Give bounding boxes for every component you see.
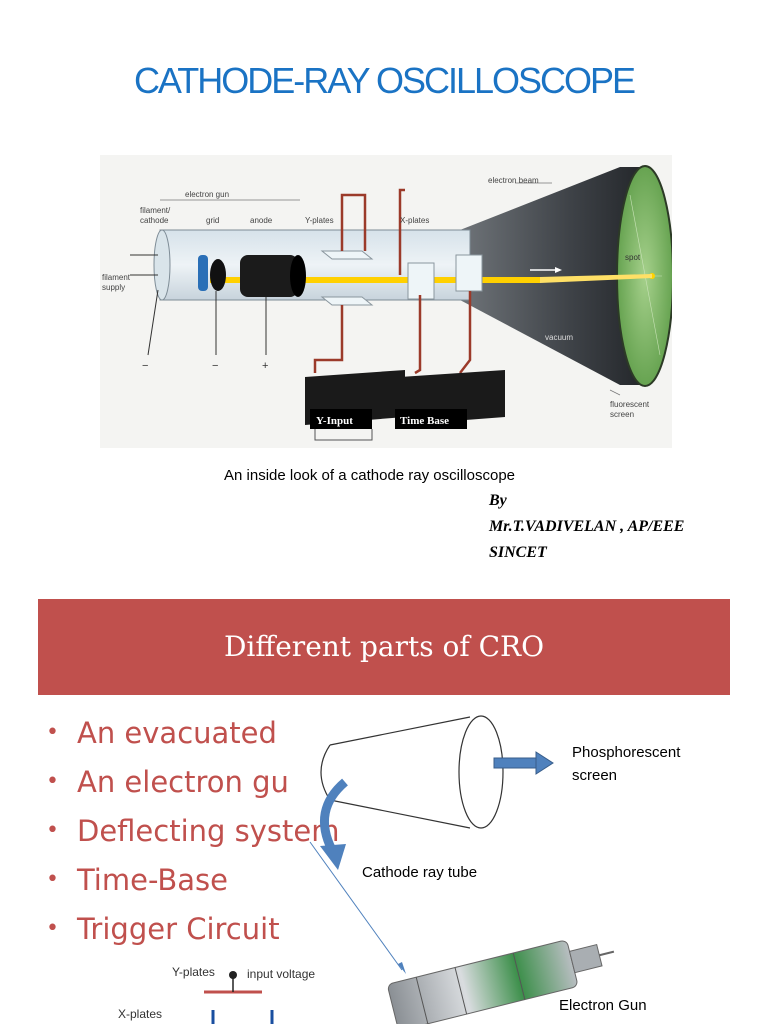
label-anode: anode	[250, 216, 273, 225]
list-item: •Deflecting system	[46, 814, 340, 848]
label-plus: +	[262, 360, 268, 372]
cro-cutaway-figure: electron gun filament/ cathode grid anod…	[100, 155, 674, 448]
curved-arrow-icon	[319, 778, 349, 853]
label-x-plates: X-plates	[400, 216, 429, 225]
label-filament-supply-2: supply	[102, 283, 125, 292]
list-item: •Trigger Circuit	[46, 912, 280, 946]
label-spot: spot	[625, 253, 641, 262]
list-item: •An evacuated	[46, 716, 277, 750]
label-filament: filament/	[140, 206, 171, 215]
label-electron-gun: Electron Gun	[559, 997, 647, 1014]
crt-parts-diagram: Y-plates input voltage X-plates Phosphor…	[118, 715, 681, 1024]
author-name: Mr.T.VADIVELAN , AP/EEE	[489, 518, 685, 535]
label-screen: screen	[610, 410, 634, 419]
slide-banner-title: Different parts of CRO	[223, 630, 545, 663]
institution-name: SINCET	[489, 544, 547, 561]
label-x-plates-small: X-plates	[118, 1007, 162, 1021]
crt-screen	[458, 715, 504, 829]
list-item: •An electron gu	[46, 765, 289, 799]
label-minus-2: −	[212, 360, 218, 372]
author-block: By Mr.T.VADIVELAN , AP/EEE SINCET	[489, 488, 684, 566]
crt-outline	[320, 716, 471, 829]
label-grid: grid	[206, 216, 219, 225]
label-y-input: Y-Input	[316, 415, 353, 427]
label-fluorescent: fluorescent	[610, 400, 650, 409]
label-y-plates-small: Y-plates	[172, 965, 215, 979]
label-filament-supply-1: filament	[102, 273, 131, 282]
label-cathode: cathode	[140, 216, 169, 225]
slide-title: CATHODE-RAY OSCILLOSCOPE	[133, 60, 636, 101]
label-phosphorescent-screen: screen	[572, 767, 617, 784]
list-item: •Time-Base	[46, 863, 229, 897]
label-minus-1: −	[142, 360, 148, 372]
label-phosphorescent: Phosphorescent	[572, 744, 681, 761]
label-electron-gun: electron gun	[185, 190, 229, 199]
label-cathode-ray-tube: Cathode ray tube	[362, 864, 477, 881]
label-input-voltage: input voltage	[247, 967, 315, 981]
input-terminal-icon	[229, 971, 237, 979]
pointer-line	[309, 841, 403, 971]
curved-arrowhead-icon	[320, 844, 346, 870]
arrow-right-icon	[493, 751, 554, 775]
label-electron-beam: electron beam	[488, 176, 539, 185]
electron-gun-image	[387, 940, 615, 1024]
label-vacuum: vacuum	[545, 333, 573, 342]
figure-caption: An inside look of a cathode ray oscillos…	[224, 467, 516, 484]
slide-banner	[38, 599, 730, 695]
label-time-base: Time Base	[400, 415, 449, 427]
by-label: By	[489, 492, 507, 509]
label-y-plates: Y-plates	[305, 216, 334, 225]
parts-list: •An evacuated •An electron gu •Deflectin…	[46, 712, 340, 957]
